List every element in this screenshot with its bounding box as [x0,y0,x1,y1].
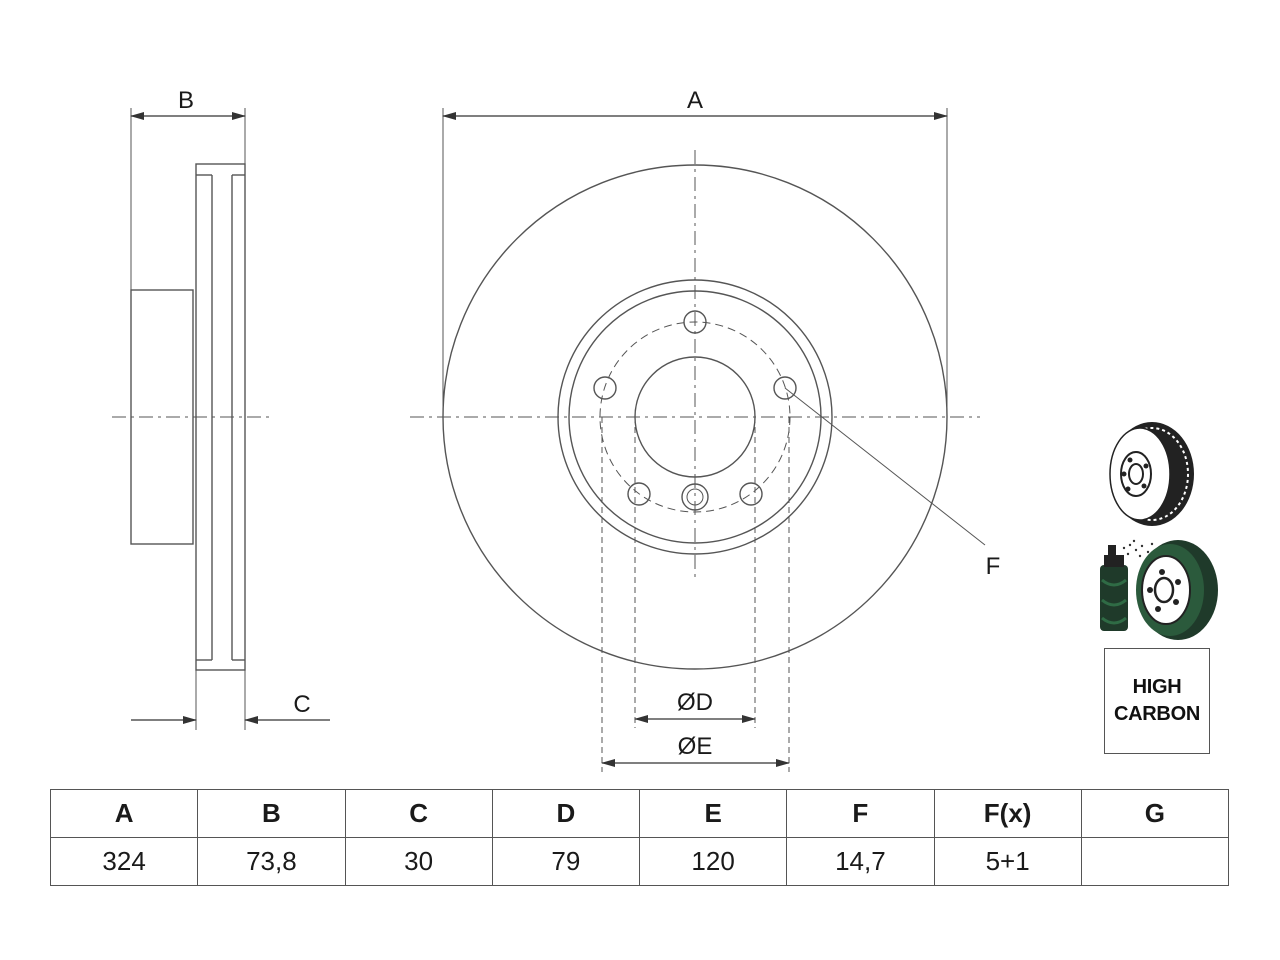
spec-value-g [1080,837,1230,886]
spec-table-value-row: 324 73,8 30 79 120 14,7 5+1 [49,837,1230,886]
dim-label-f: F [986,553,1001,580]
spec-header-a: A [49,789,199,838]
spec-value-c: 30 [344,837,493,886]
front-view [410,108,986,772]
vented-disc-icon [1109,422,1194,526]
dim-label-b: B [178,87,194,114]
badge-line-carbon: CARBON [1114,703,1200,725]
spec-header-c: C [344,789,493,838]
spec-value-fx: 5+1 [933,837,1082,886]
coated-disc-spray-icon [1100,539,1218,640]
dim-label-d: ØD [677,689,713,716]
side-view [112,108,272,730]
spec-value-f: 14,7 [786,837,935,886]
spec-value-d: 79 [491,837,641,886]
badge-line-high: HIGH [1132,676,1182,698]
spec-value-a: 324 [49,837,199,886]
spec-table: A B C D E F F(x) G 324 73,8 30 79 120 14… [49,789,1230,886]
spec-value-b: 73,8 [197,837,346,886]
spec-header-b: B [197,789,346,838]
dim-label-e: ØE [678,733,713,760]
spec-header-g: G [1080,789,1230,838]
spec-table-header-row: A B C D E F F(x) G [49,789,1230,838]
spec-value-e: 120 [638,837,788,886]
dim-label-c: C [293,691,310,718]
spec-header-e: E [638,789,788,838]
spec-header-f: F [786,789,935,838]
high-carbon-badge: HIGH CARBON [1104,648,1210,754]
dim-label-a: A [687,87,703,114]
spec-header-d: D [491,789,641,838]
spec-header-fx: F(x) [933,789,1082,838]
